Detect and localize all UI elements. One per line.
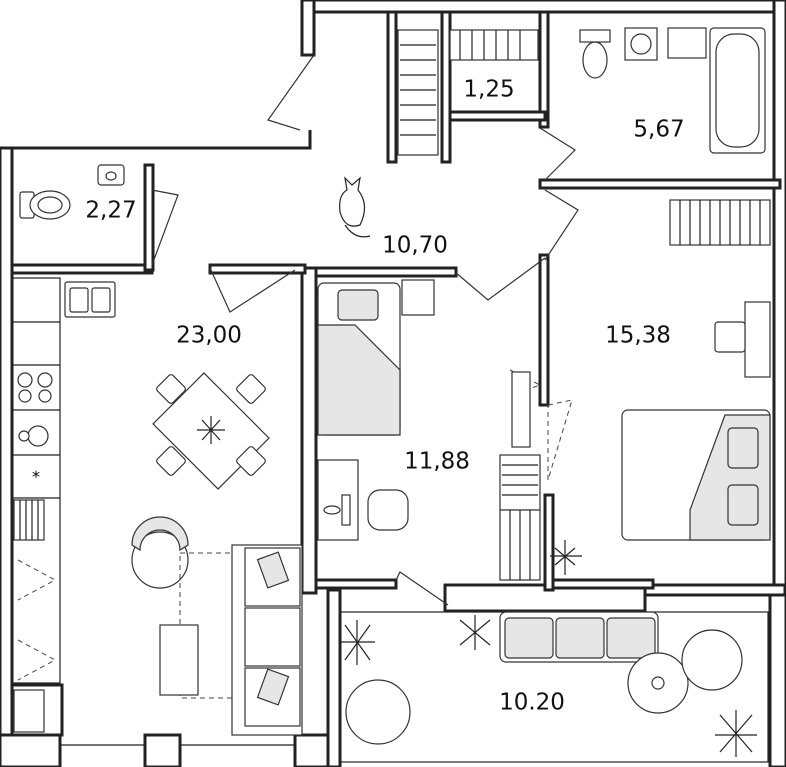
large-bedroom-furniture (547, 199, 771, 575)
kitchen-furniture: * (11, 277, 116, 733)
dining-set (152, 372, 270, 490)
small-bedroom-furniture (317, 279, 542, 581)
area-label-storage: 1,25 (463, 77, 514, 103)
area-label-bathroom: 5,67 (633, 117, 684, 143)
hall-decor (339, 176, 371, 238)
area-label-wc: 2,27 (85, 198, 136, 224)
balcony-furniture (340, 611, 757, 757)
area-label-kitchen-living: 23,00 (176, 323, 242, 349)
doors (151, 54, 579, 606)
area-label-hall: 10,70 (382, 233, 448, 259)
svg-text:*: * (32, 467, 40, 486)
storage-furniture (397, 29, 539, 156)
wc-furniture (19, 164, 125, 220)
room-area-labels: 2,27 10,70 1,25 5,67 23,00 11,88 15,38 1… (85, 77, 684, 716)
living-furniture (131, 516, 303, 736)
area-label-balcony: 10.20 (499, 690, 565, 716)
area-label-bedroom-small: 11,88 (404, 449, 470, 475)
bathroom-furniture (579, 27, 766, 154)
area-label-bedroom-large: 15,38 (605, 323, 671, 349)
